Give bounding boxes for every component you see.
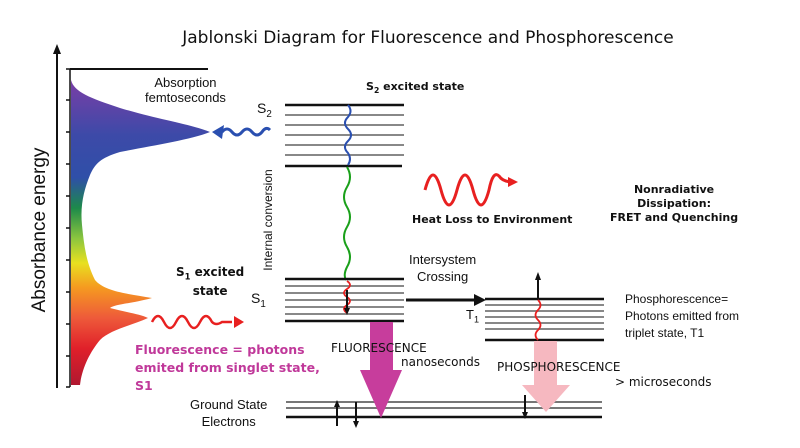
phosphorescence-arrow bbox=[522, 341, 570, 412]
absorption-spectrum bbox=[71, 80, 210, 385]
isc-arrowhead-icon bbox=[474, 294, 486, 306]
fluorescence-emission-wave bbox=[150, 314, 232, 330]
absorption-wave bbox=[220, 126, 272, 137]
diagram-title: Jablonski Diagram for Fluorescence and P… bbox=[182, 28, 674, 48]
t1-level-label: T1 bbox=[466, 307, 480, 325]
axis-ticks bbox=[66, 68, 70, 388]
fluorescence-arrow-label: FLUORESCENCE bbox=[331, 341, 427, 355]
nonradiative-label: Nonradiative Dissipation: FRET and Quenc… bbox=[610, 183, 739, 224]
heat-loss-label: Heat Loss to Environment bbox=[412, 213, 573, 226]
ground-levels bbox=[286, 401, 602, 419]
heat-loss-wave bbox=[423, 173, 514, 207]
phosphorescence-time-label: > microseconds bbox=[615, 375, 712, 389]
ground-state-label: Ground State Electrons bbox=[190, 397, 268, 429]
s2-excited-state-label: S2 excited state bbox=[366, 80, 465, 96]
fluorescence-definition: Fluorescence = photons emited from singl… bbox=[135, 342, 320, 393]
s1-level-label: S1 bbox=[251, 290, 266, 310]
internal-conversion-wave bbox=[343, 166, 351, 281]
emission-arrowhead-icon bbox=[234, 316, 244, 328]
s2-relaxation-wave bbox=[344, 104, 352, 166]
ground-electron-arrows bbox=[336, 395, 526, 426]
intersystem-crossing-label: Intersystem Crossing bbox=[409, 252, 477, 284]
fluorescence-arrow bbox=[360, 322, 402, 418]
absorption-arrowhead-icon bbox=[212, 125, 224, 139]
y-axis-label: Absorbance energy bbox=[29, 147, 50, 313]
s2-levels bbox=[285, 103, 404, 168]
s2-level-label: S2 bbox=[257, 100, 272, 120]
axis-arrowhead-icon bbox=[53, 44, 61, 54]
heat-arrowhead-icon bbox=[508, 177, 518, 187]
absorption-label: Absorption femtoseconds bbox=[145, 75, 226, 105]
s1-levels bbox=[285, 277, 404, 323]
fluorescence-time-label: nanoseconds bbox=[401, 355, 480, 369]
phosphorescence-definition: Phosphorescence= Photons emitted from tr… bbox=[625, 292, 740, 340]
s1-excited-state-label: S1 excited state bbox=[176, 265, 245, 299]
internal-conversion-label: Internal conversion bbox=[261, 169, 275, 271]
t1-relaxation-wave bbox=[534, 299, 542, 341]
t1-levels bbox=[485, 297, 604, 342]
phosphorescence-arrow-label: PHOSPHORESCENCE bbox=[497, 360, 621, 374]
